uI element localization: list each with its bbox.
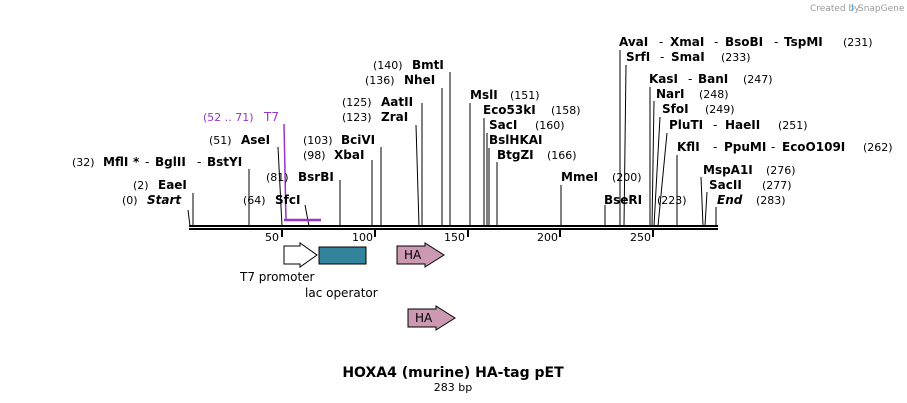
site-sfci[interactable]: (64) SfcI <box>243 193 300 207</box>
tick-50: 50 <box>265 231 279 244</box>
lac-operator-box[interactable] <box>318 246 367 265</box>
ha-tag-arrow-bottom[interactable] <box>407 305 456 331</box>
site-btgzi[interactable]: BtgZI (166) <box>497 148 577 162</box>
site-bcivi[interactable]: (103) BciVI <box>303 133 375 147</box>
ha-tag-label-bottom: HA <box>415 311 433 325</box>
site-kasi-bani[interactable]: KasI - BanI (247) <box>649 72 773 86</box>
site-sfoi[interactable]: SfoI (249) <box>662 102 735 116</box>
site-msli[interactable]: MslI (151) <box>470 88 540 102</box>
site-mfli-bglii-bstyi[interactable]: (32) MflI * - BglII - BstYI <box>72 155 242 169</box>
lac-operator-label: lac operator <box>305 286 378 300</box>
primer-t7-label[interactable]: (52 .. 71) T7 <box>203 110 279 124</box>
site-bmti[interactable]: (140) BmtI <box>373 58 444 72</box>
backbone-bottom <box>189 228 718 230</box>
credit-brand: SnapGene <box>858 4 905 14</box>
site-bseri[interactable]: BseRI (223) <box>604 193 687 207</box>
site-end[interactable]: End (283) <box>717 193 786 207</box>
tick-250: 250 <box>630 231 651 244</box>
site-avai-xmai-bsobi-tspmi[interactable]: AvaI - XmaI - BsoBI - TspMI (231) <box>619 35 873 49</box>
site-nhei[interactable]: (136) NheI <box>365 73 435 87</box>
site-eaei[interactable]: (2) EaeI <box>133 178 187 192</box>
tick-100: 100 <box>352 231 373 244</box>
credit-text: Created by <box>810 4 860 14</box>
backbone-top <box>189 225 718 227</box>
site-saci[interactable]: SacI (160) <box>489 118 565 132</box>
primer-t7-line <box>283 123 287 222</box>
site-zrai[interactable]: (123) ZraI <box>342 110 408 124</box>
site-mmei[interactable]: MmeI (200) <box>561 170 642 184</box>
site-start[interactable]: (0) Start <box>122 193 182 207</box>
tick-150: 150 <box>444 231 465 244</box>
site-lines <box>187 50 717 227</box>
site-pluti-haeii[interactable]: PluTI - HaeII (251) <box>669 118 808 132</box>
site-bslhkai[interactable]: BslHKAI <box>489 133 543 147</box>
t7-promoter-arrow[interactable] <box>283 242 318 268</box>
site-nari[interactable]: NarI (248) <box>656 87 729 101</box>
ha-tag-arrow-top[interactable] <box>396 242 445 268</box>
site-eco53ki[interactable]: Eco53kI (158) <box>483 103 581 117</box>
ha-tag-label-top: HA <box>404 248 422 262</box>
site-asei[interactable]: (51) AseI <box>209 133 270 147</box>
map-subtitle: 283 bp <box>434 381 472 394</box>
site-aatii[interactable]: (125) AatII <box>342 95 413 109</box>
map-title: HOXA4 (murine) HA-tag pET <box>342 365 564 381</box>
site-mspa1i[interactable]: MspA1I (276) <box>703 163 796 177</box>
site-bsrbi[interactable]: (81) BsrBI <box>266 170 334 184</box>
tick-200: 200 <box>537 231 558 244</box>
site-sacii[interactable]: SacII (277) <box>709 178 792 192</box>
site-kfli-ppumi-ecoo109i[interactable]: KflI - PpuMI - EcoO109I (262) <box>677 140 893 154</box>
site-srfi-smai[interactable]: SrfI - SmaI (233) <box>626 50 751 64</box>
ruler-ticks <box>281 229 654 237</box>
snapgene-logo-icon <box>851 3 854 12</box>
site-xbai[interactable]: (98) XbaI <box>303 148 364 162</box>
t7-promoter-label: T7 promoter <box>239 270 315 284</box>
